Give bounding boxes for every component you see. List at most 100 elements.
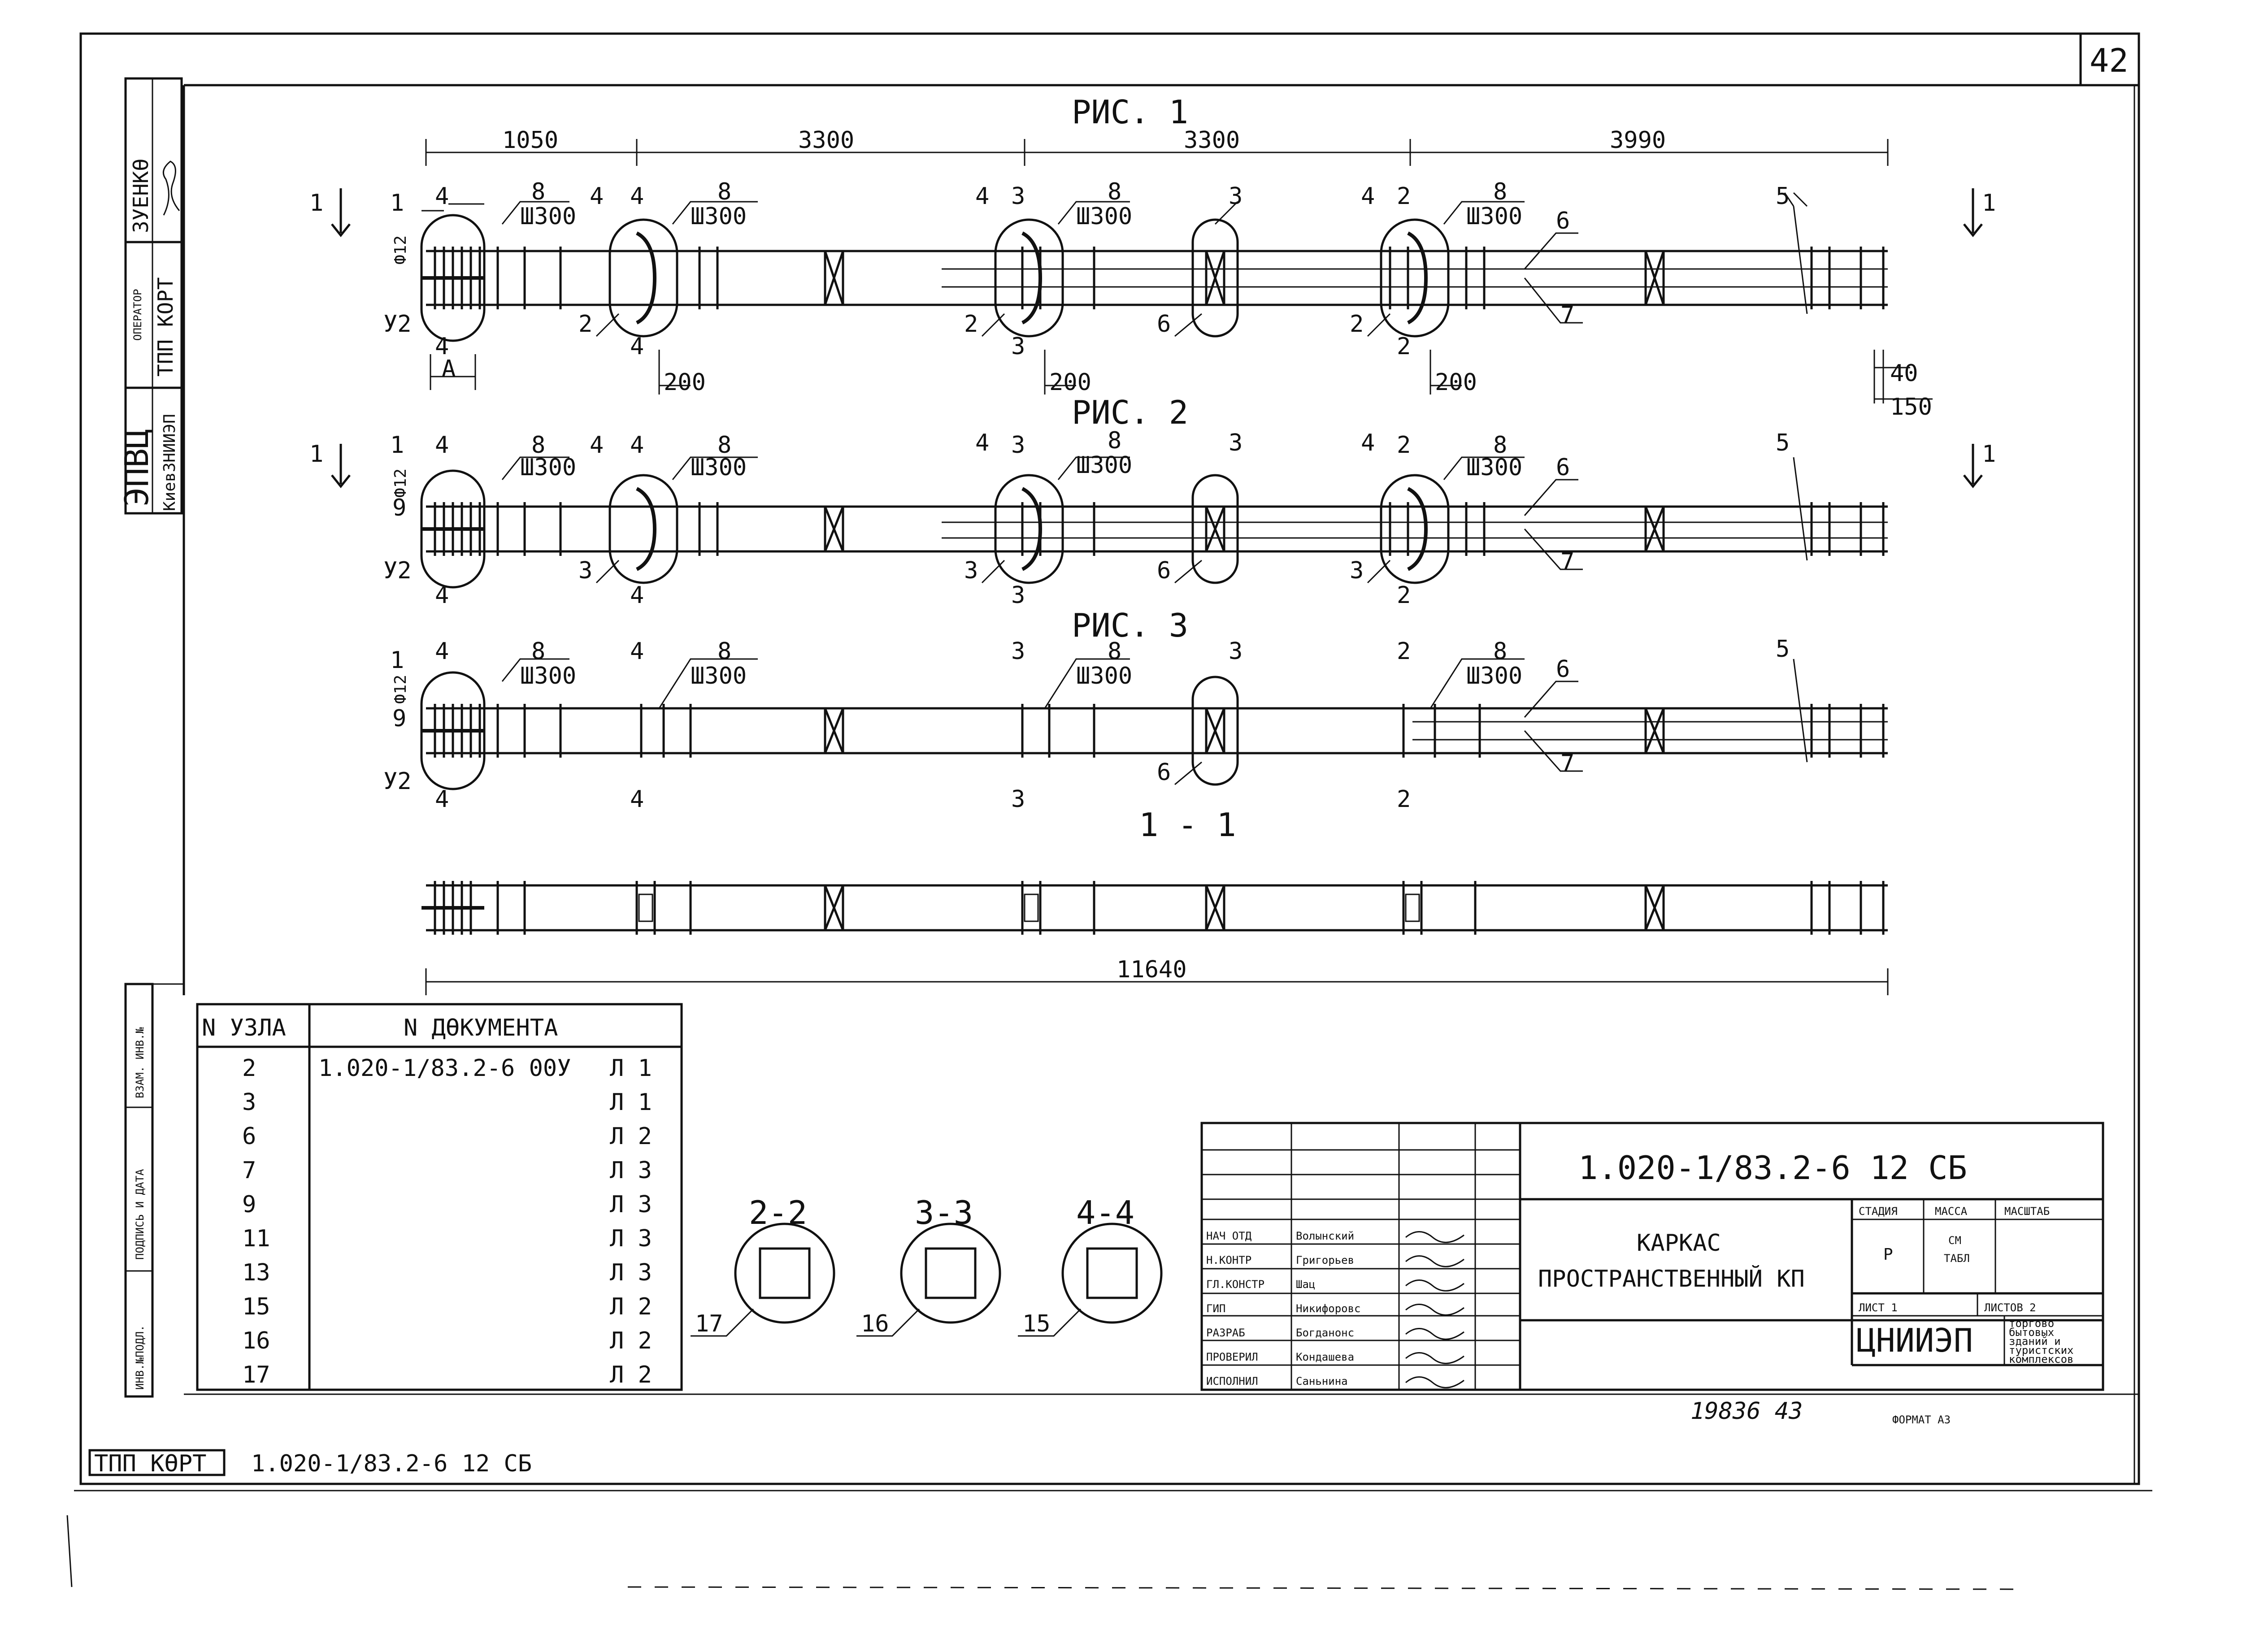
dim-1050: 1050 [502, 127, 558, 154]
fig3-n2-b: 2 [1397, 786, 1411, 813]
mass-value-1: СМ [1948, 1234, 1961, 1247]
staff-role: РАЗРАБ [1206, 1327, 1245, 1339]
fig2-n4-e: 4 [1361, 429, 1375, 456]
fig3-n1: 1 [390, 647, 404, 674]
node-table-sheet: Л 3 [610, 1259, 652, 1286]
fig1-n4-c: 4 [630, 183, 644, 210]
title-name-1: КАРКАС [1637, 1230, 1721, 1257]
section-callout: 15 [1022, 1310, 1051, 1337]
node-table-sheet: Л 3 [610, 1157, 652, 1184]
fig3-step-4: Ш300 [1466, 663, 1522, 689]
staff-role: НАЧ ОТД [1206, 1230, 1252, 1242]
staff-name: Саньнина [1296, 1375, 1348, 1388]
fig2-cut-right: 1 [1982, 441, 1996, 468]
dim-3300-a: 3300 [798, 127, 854, 154]
fig1-n6-b: 6 [1157, 311, 1171, 338]
fig2-step-3: Ш300 [1076, 452, 1132, 479]
fig3-dia: Ф12 [391, 675, 410, 704]
fig1-n4-g: 4 [630, 333, 644, 360]
fig3-title: РИС. 3 [1072, 607, 1188, 644]
node-table-node: 9 [242, 1191, 256, 1218]
stamp-name: ЗУЕНКӨ [129, 159, 153, 233]
staff-name: Никифоровс [1296, 1302, 1361, 1315]
org-name: ЦНИИЭП [1856, 1322, 1973, 1359]
fig2-n6: 6 [1556, 454, 1570, 481]
fig2-n9: 9 [392, 494, 406, 521]
stamp-org-sub: КиевЗНИИЭП [161, 414, 179, 511]
node-table-sheet: Л 3 [610, 1191, 652, 1218]
staff-signature [1405, 1376, 1464, 1388]
org-sub-1: торгово [2009, 1317, 2054, 1330]
fig3-n3-b: 3 [1229, 638, 1243, 665]
fig3-callouts [501, 658, 1583, 785]
fig2-n1: 1 [390, 432, 404, 459]
fig2-n6-b: 6 [1157, 557, 1171, 584]
fig1-pitch-2: 8 [717, 178, 731, 205]
fig1-step-3: Ш300 [1076, 203, 1132, 230]
staff-role: ГЛ.КОНСТР [1206, 1278, 1264, 1291]
sheets-label: ЛИСТОВ 2 [1984, 1301, 2036, 1314]
bottom-code: 1.020-1/83.2-6 12 СБ [251, 1450, 532, 1477]
fig2-callouts [331, 444, 1983, 584]
fig1-n3-a: 3 [1011, 183, 1025, 210]
node-table-grid [196, 1003, 683, 1391]
fig3-n4-b: 4 [630, 638, 644, 665]
sheet-label: ЛИСТ 1 [1859, 1301, 1898, 1314]
node-table-doc: 1.020-1/83.2-6 00У [318, 1055, 571, 1082]
fig2-step-4: Ш300 [1466, 454, 1522, 481]
fig1-n6: 6 [1556, 208, 1570, 234]
fig2-n2-a: 2 [1397, 432, 1411, 459]
margin-cell-2: ПОДПИСЬ И ДАТА [134, 1169, 146, 1260]
dim-total: 11640 [1117, 956, 1187, 983]
fig3-n4-f: 4 [435, 786, 449, 813]
stage-label: СТАДИЯ [1859, 1205, 1898, 1218]
fig2-n3-b: 3 [1229, 429, 1243, 456]
staff-name: Богданонс [1296, 1327, 1354, 1339]
fig2-n4-f: 4 [435, 582, 449, 609]
fig1-cut-left: 1 [309, 190, 323, 217]
section-square [925, 1247, 977, 1299]
fig1-n5: 5 [1776, 183, 1790, 210]
page-number: 42 [2090, 42, 2129, 79]
fig3-n4-g: 4 [630, 786, 644, 813]
staff-name: Кондашева [1296, 1351, 1354, 1363]
section-leader [856, 1308, 920, 1337]
dim-3300-b: 3300 [1184, 127, 1240, 154]
staff-role: ИСПОЛНИЛ [1206, 1375, 1258, 1388]
title-name-2: ПРОСТРАНСТВЕННЫЙ КП [1538, 1265, 1805, 1292]
fig2-n4-c: 4 [630, 432, 644, 459]
fig3-pitch-2: 8 [717, 638, 731, 665]
org-sub-3: зданий и [2009, 1335, 2061, 1348]
staff-role: ПРОВЕРИЛ [1206, 1351, 1258, 1363]
node-table-sheet: Л 3 [610, 1225, 652, 1252]
node-table-sheet: Л 2 [610, 1327, 652, 1354]
fig1-n2-e: 2 [1397, 333, 1411, 360]
fig1-dim200-a: 200 [664, 369, 706, 396]
fig1-callouts [331, 188, 1983, 395]
fig2-pitch-4: 8 [1493, 432, 1507, 459]
fig2-n3-c: 3 [578, 557, 592, 584]
fig1-dim200-b: 200 [1049, 369, 1091, 396]
fig2-n2-b: 2 [1397, 582, 1411, 609]
fig1-n2-d: 2 [1350, 311, 1364, 338]
node-table-sheet: Л 1 [610, 1055, 652, 1082]
title-code: 1.020-1/83.2-6 12 СБ [1578, 1149, 1967, 1187]
staff-name: Григорьев [1296, 1254, 1354, 1266]
fig1-pitch-3: 8 [1108, 178, 1121, 205]
fig2-n7: 7 [1560, 548, 1574, 575]
title-block-grid [1200, 1122, 2104, 1391]
stamp-signature [162, 160, 180, 216]
fig2-title: РИС. 2 [1072, 394, 1188, 431]
stamp-operator-label: ОПЕРАТОР [131, 289, 144, 341]
fig2-step-2: Ш300 [691, 454, 747, 481]
section-callout: 17 [695, 1310, 723, 1337]
fig1-n7: 7 [1560, 302, 1574, 329]
fig3-n5: 5 [1776, 636, 1790, 663]
fig1-n4-f: 4 [435, 333, 449, 360]
fig1-step-2: Ш300 [691, 203, 747, 230]
section-circle [1061, 1223, 1163, 1324]
fig2-n4-d: 4 [975, 429, 989, 456]
staff-signature [1405, 1328, 1464, 1340]
fig1-dim200-c: 200 [1435, 369, 1477, 396]
